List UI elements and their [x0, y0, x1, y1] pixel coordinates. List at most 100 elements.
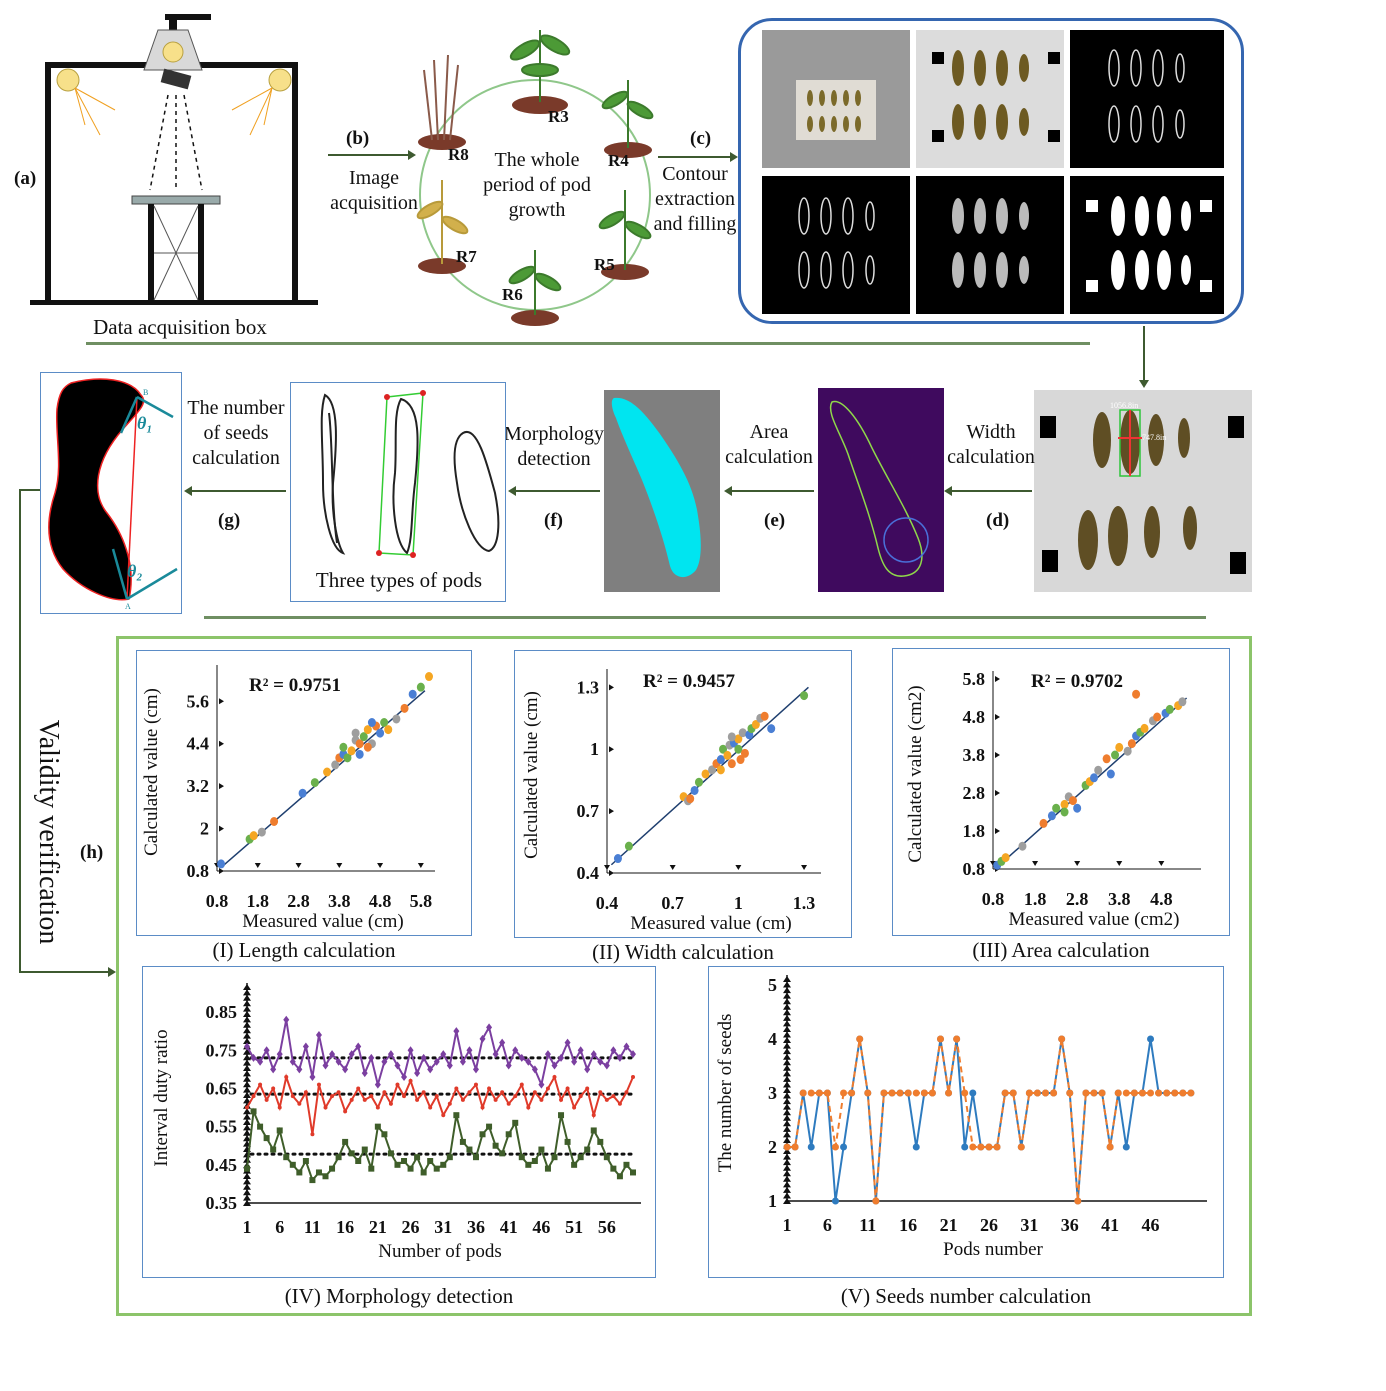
data-point: [716, 755, 725, 765]
data-point: [577, 1154, 584, 1161]
data-point: [414, 1069, 421, 1078]
data-point: [807, 1089, 815, 1097]
validity-text: Validity verification: [33, 719, 64, 945]
y-tick-label: 0.55: [206, 1117, 238, 1137]
arrow-left-d: [944, 486, 1032, 496]
data-point: [414, 1154, 421, 1161]
y-tick-label: 3.8: [963, 745, 986, 765]
x-tick-label: 51: [565, 1217, 583, 1237]
axis-arrow-mark: [243, 1124, 251, 1131]
y-tick-label: 1.3: [577, 677, 600, 697]
data-point: [310, 778, 319, 788]
data-point: [336, 1090, 341, 1095]
data-point: [244, 1042, 250, 1051]
data-point: [1060, 799, 1069, 809]
stage-r6: R6: [502, 285, 523, 304]
caption-length: (I) Length calculation: [212, 938, 396, 962]
x-tick-label: 41: [1101, 1215, 1119, 1235]
y-tick-label: 3: [768, 1083, 777, 1103]
axis-arrow-mark: [243, 1200, 251, 1206]
data-point: [544, 1050, 551, 1059]
axis-arrow-mark: [783, 1136, 791, 1143]
y-tick-label: 0.4: [577, 863, 600, 883]
data-point: [624, 1090, 629, 1095]
data-point: [993, 1143, 1001, 1151]
data-point: [584, 1065, 591, 1074]
data-point: [526, 1105, 531, 1110]
data-point: [512, 1119, 519, 1126]
data-point: [487, 1086, 492, 1091]
axis-arrow-mark: [783, 1175, 791, 1182]
data-point: [472, 1154, 479, 1161]
data-point: [245, 1105, 249, 1110]
pod-growth-label: The whole period of pod growth: [483, 149, 591, 221]
x-tick-label: 6: [275, 1217, 284, 1237]
series-line: [246, 1107, 634, 1183]
acquisition-box-label: Data acquisition box: [93, 315, 267, 339]
data-point: [1187, 1089, 1195, 1097]
series-line: [787, 1038, 1191, 1202]
x-tick-label: 6: [823, 1215, 832, 1235]
data-point: [316, 1082, 321, 1087]
data-point: [244, 1165, 250, 1172]
data-point: [977, 1143, 985, 1151]
data-point: [384, 725, 393, 735]
data-point: [401, 1158, 408, 1164]
data-point: [799, 1089, 807, 1097]
stage-r3: R3: [548, 107, 569, 126]
data-point: [545, 1086, 550, 1091]
axis-arrow-mark: [783, 1109, 791, 1116]
axis-arrow-mark: [243, 1021, 251, 1028]
data-point: [848, 1089, 856, 1097]
data-point: [401, 1073, 408, 1081]
x-axis-label: Pods number: [943, 1239, 1043, 1260]
axis-arrow-mark: [783, 1103, 791, 1110]
data-point: [1039, 818, 1048, 828]
axis-arrow-mark: [783, 998, 791, 1005]
data-point: [453, 1112, 460, 1119]
axis-arrow-mark: [243, 1038, 251, 1044]
axis-arrow-mark: [783, 1031, 791, 1038]
data-point: [1073, 803, 1082, 813]
data-point: [250, 1108, 257, 1115]
data-point: [578, 1094, 583, 1099]
data-point: [1060, 807, 1069, 817]
axis-arrow-mark: [243, 1070, 251, 1077]
data-point: [302, 1042, 309, 1051]
axis-arrow-mark: [243, 1005, 251, 1012]
axis-arrow-mark: [783, 1053, 791, 1060]
axis-arrow-mark: [783, 1070, 791, 1077]
axis-arrow-mark: [243, 1054, 251, 1061]
x-tick-label: 36: [1061, 1215, 1079, 1235]
x-tick-label: 26: [980, 1215, 998, 1235]
x-tick-mark: [1074, 861, 1081, 866]
x-tick-mark: [1158, 861, 1165, 866]
data-point: [936, 1035, 944, 1043]
data-point: [473, 1082, 478, 1087]
data-point: [283, 1015, 290, 1024]
data-point: [270, 1065, 277, 1074]
x-tick-label: 56: [598, 1217, 616, 1237]
data-point: [479, 1131, 486, 1138]
data-point: [1153, 712, 1162, 722]
x-tick-mark: [669, 865, 676, 870]
axis-arrow-mark: [243, 989, 251, 996]
data-point: [303, 1090, 308, 1095]
y-tick-label: 0.85: [206, 1002, 238, 1022]
y-tick-mark: [609, 746, 614, 753]
axis-arrow-mark: [243, 994, 251, 1001]
data-point: [736, 755, 745, 765]
data-point: [296, 1065, 303, 1074]
x-tick-mark: [417, 863, 424, 868]
three-types-label: Three types of pods: [315, 568, 483, 592]
data-point: [531, 1158, 538, 1164]
data-point: [264, 1097, 269, 1102]
data-point: [359, 732, 368, 742]
x-tick-label: 36: [467, 1217, 485, 1237]
y-tick-mark: [995, 714, 1000, 720]
data-point: [1066, 1089, 1074, 1097]
data-point: [315, 1169, 322, 1176]
data-point: [1094, 765, 1103, 775]
